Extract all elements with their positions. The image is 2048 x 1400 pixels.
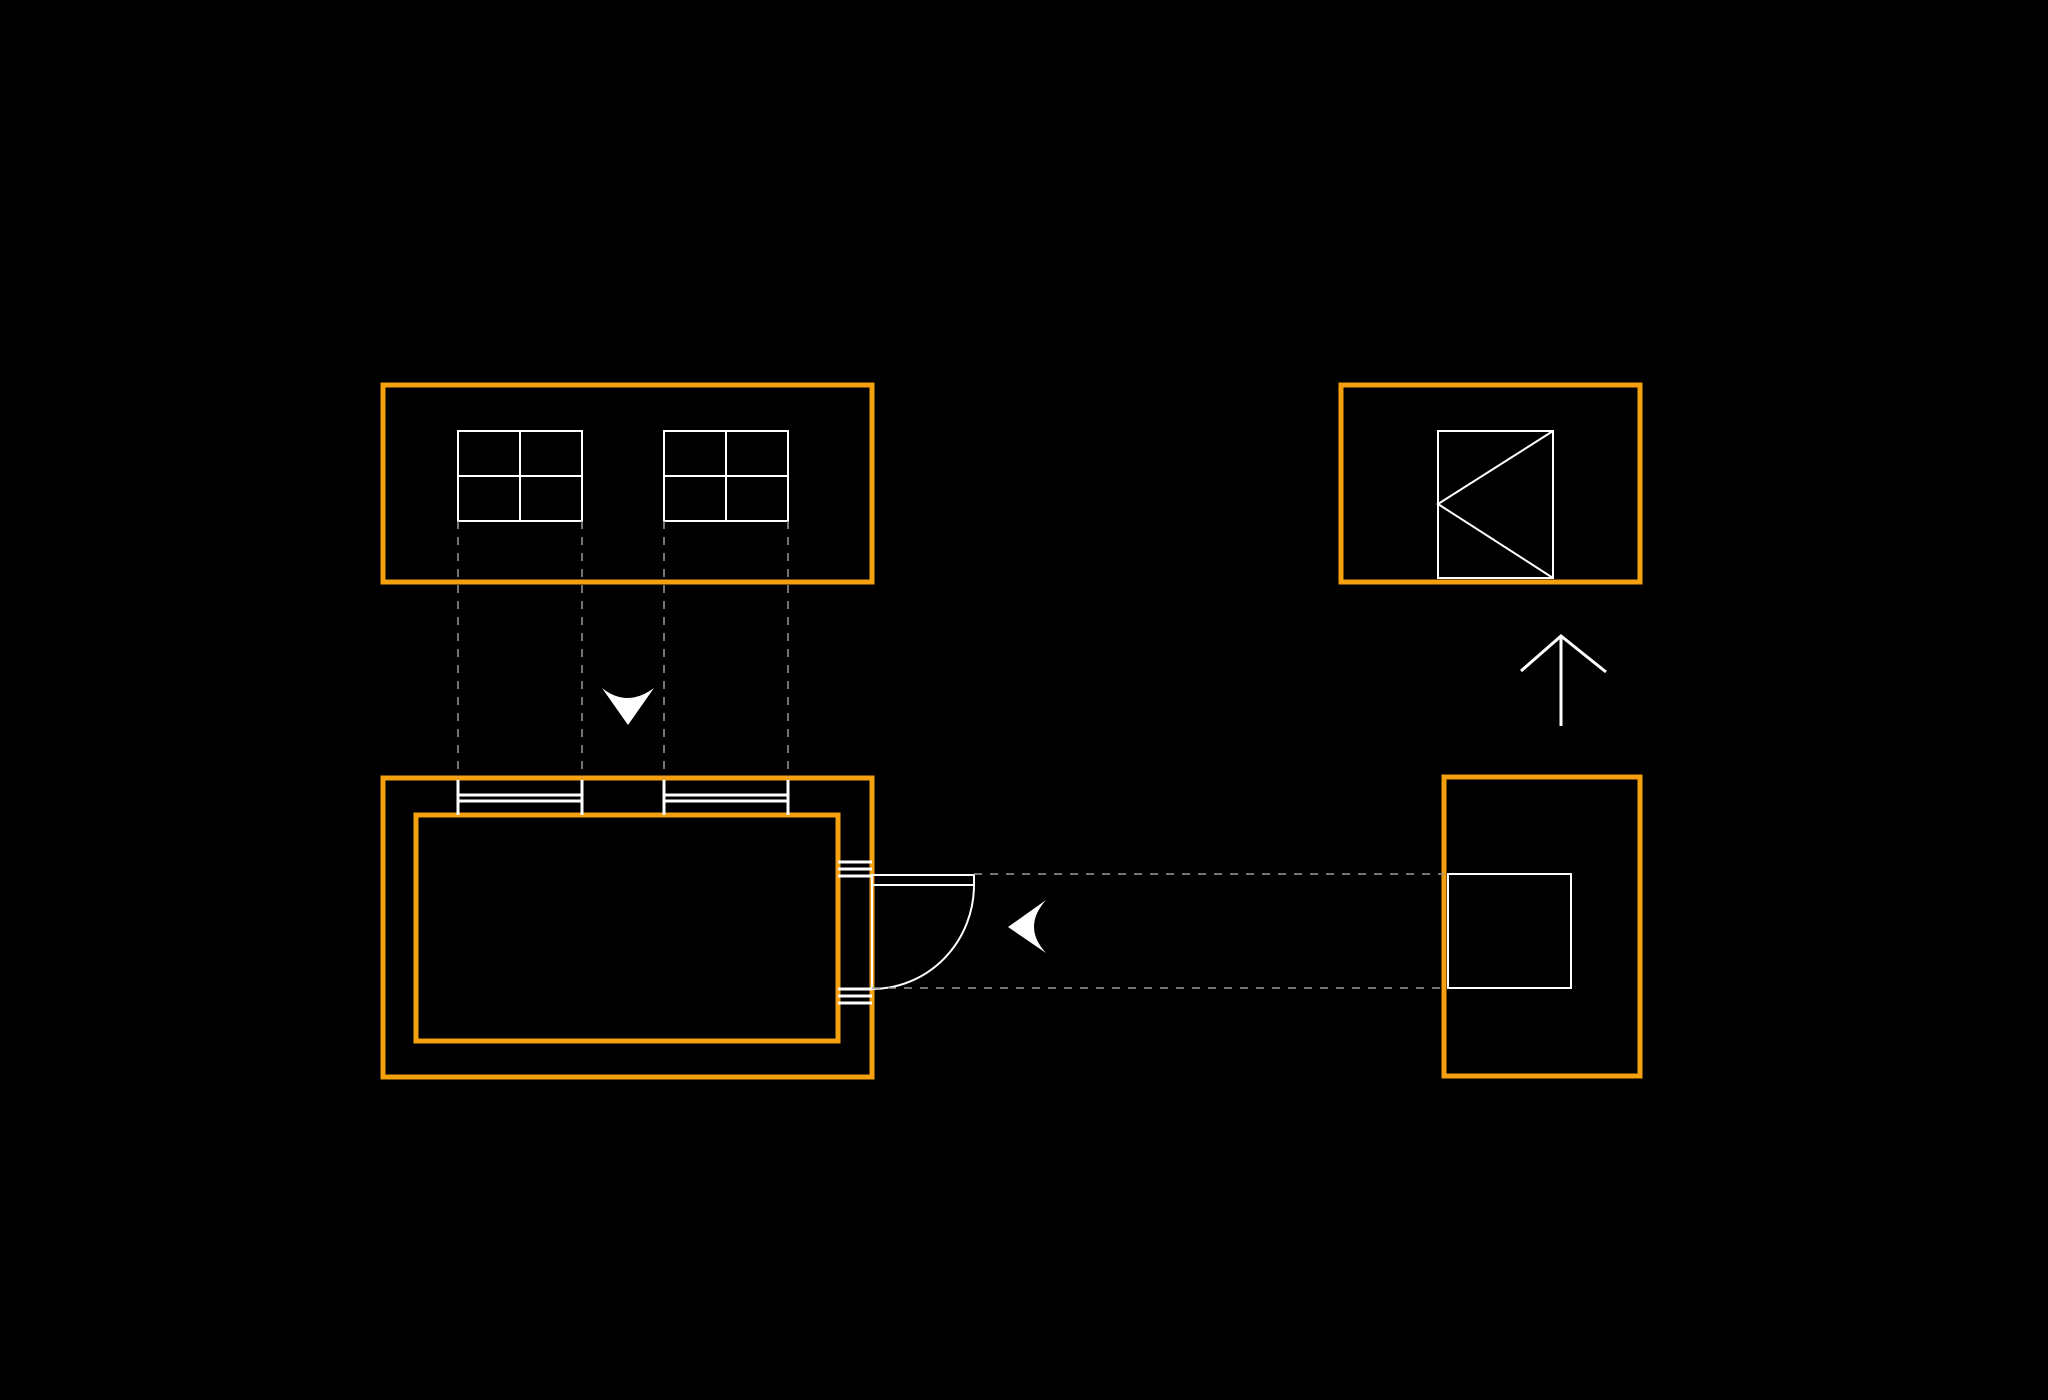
front-elevation-window-right: [663, 430, 789, 522]
side-plan-inner-box: [1447, 873, 1572, 989]
plan-window-right: [662, 780, 790, 815]
projection-guides: [457, 521, 1444, 989]
plan-door-swing: [871, 874, 975, 990]
plan-inner-wall: [413, 812, 841, 1044]
plan-door-jambs: [838, 860, 872, 1005]
front-elevation-frame: [380, 382, 875, 585]
front-projection-arrow: [602, 688, 654, 725]
front-elevation-window-left: [457, 430, 583, 522]
side-projection-arrow: [1008, 900, 1046, 953]
side-plan-frame: [1441, 774, 1643, 1079]
floor-plan: [380, 775, 975, 1080]
plan-window-left: [456, 780, 584, 815]
side-elevation-up-arrow: [1520, 634, 1607, 726]
front-elevation: [380, 382, 875, 585]
side-elevation-door: [1436, 430, 1554, 579]
side-plan: [1441, 774, 1643, 1079]
side-elevation: [1338, 382, 1643, 585]
side-elevation-frame: [1338, 382, 1643, 585]
